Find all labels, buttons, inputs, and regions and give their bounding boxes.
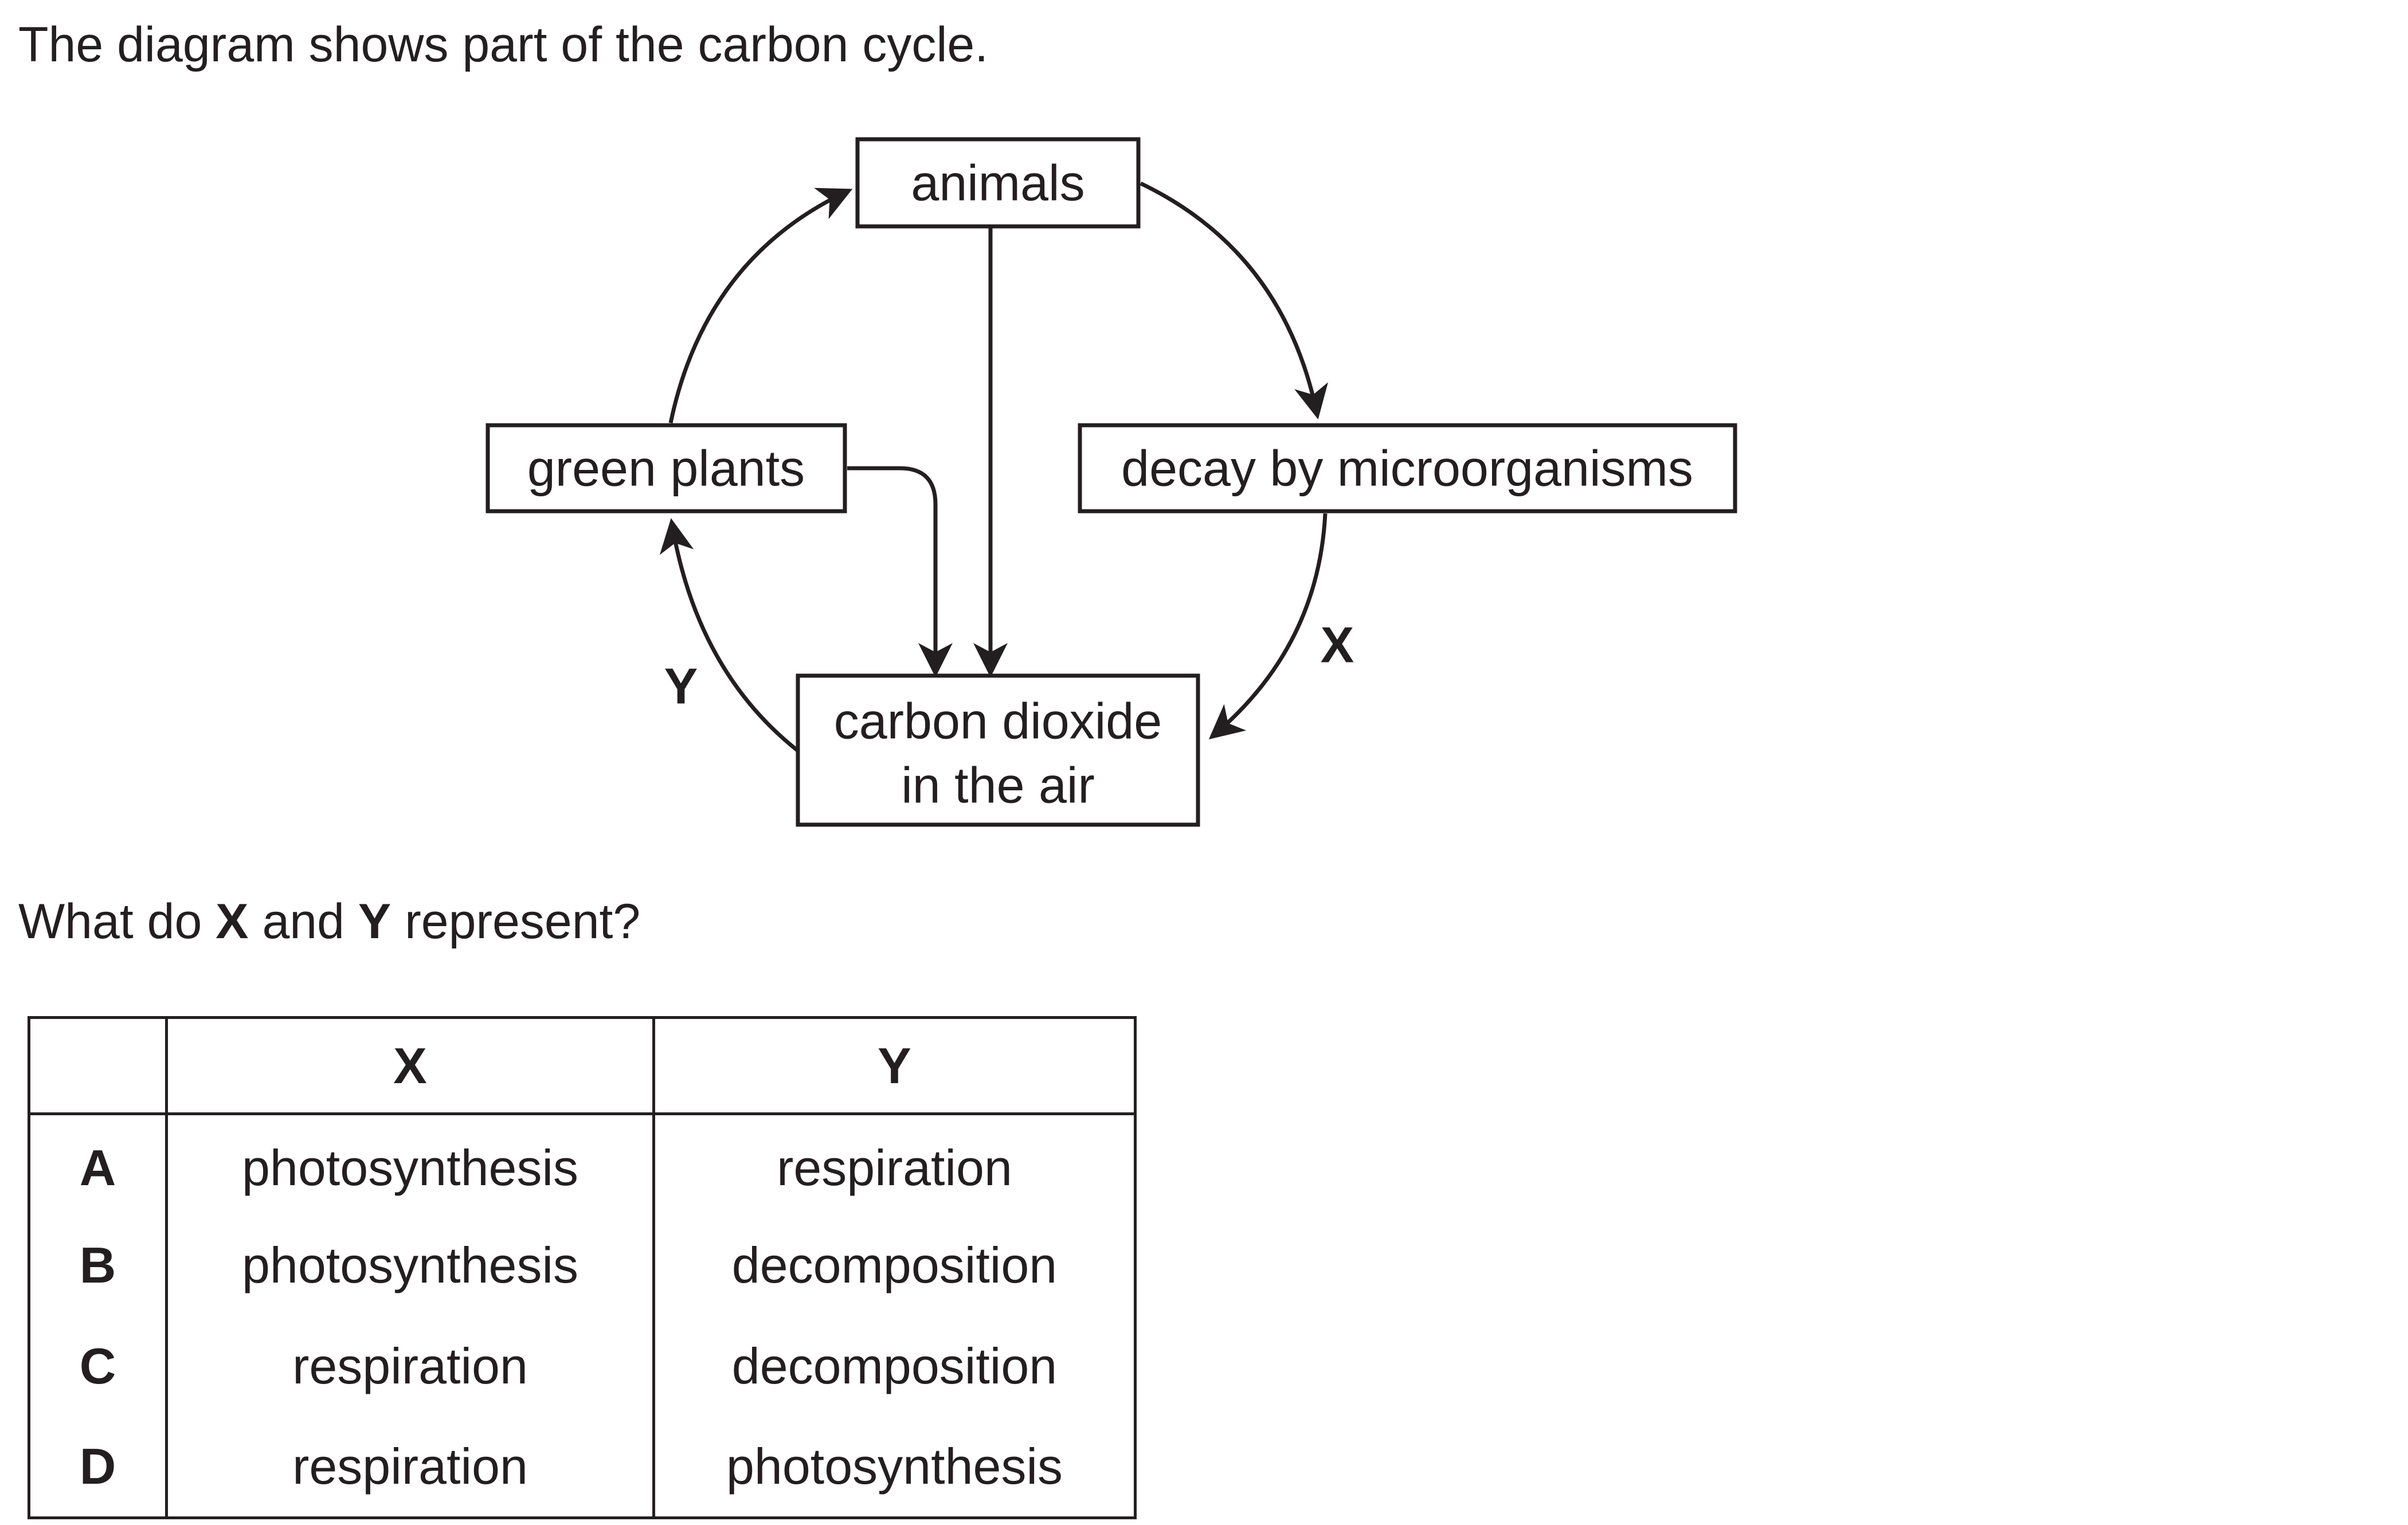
table-row[interactable]: D respiration photosynthesis <box>29 1417 1136 1518</box>
animals-box <box>855 137 1141 229</box>
option-x: respiration <box>166 1316 655 1417</box>
animals-label: animals <box>911 155 1084 211</box>
option-y: decomposition <box>731 1236 1058 1293</box>
decay-label: decay by microorganisms <box>1121 440 1693 497</box>
header-blank <box>29 1017 168 1115</box>
table-row[interactable]: B photosynthesis decomposition <box>29 1214 1136 1316</box>
question-var-x: X <box>216 894 249 949</box>
intro-text: The diagram shows part of the carbon cyc… <box>18 17 989 72</box>
question-middle: and <box>248 894 358 949</box>
option-x: photosynthesis <box>166 1114 655 1215</box>
decay-box <box>1078 423 1737 513</box>
arrow-plants-to-co2 <box>847 466 953 677</box>
option-x: photosynthesis <box>166 1214 655 1316</box>
option-y: photosynthesis <box>726 1438 1063 1495</box>
table-header-row: X Y <box>29 1017 1136 1115</box>
carbon-dioxide-label-line1: carbon dioxide <box>834 693 1162 750</box>
carbon-dioxide-box <box>796 673 1200 827</box>
green-plants-box <box>485 423 847 513</box>
arrow-plants-to-animals <box>668 187 853 424</box>
green-plants-label: green plants <box>527 440 805 497</box>
question-text: What do X and Y represent? <box>18 897 640 946</box>
option-y: respiration <box>777 1139 1012 1196</box>
answer-options-table: X Y A photosynthesis respiration B photo… <box>28 1016 1137 1519</box>
option-letter: C <box>29 1316 168 1417</box>
arrow-y-co2-to-plants <box>659 518 800 752</box>
label-y: Y <box>664 658 698 715</box>
question-suffix: represent? <box>391 894 641 949</box>
option-letter: D <box>29 1417 168 1518</box>
option-letter: B <box>29 1214 168 1316</box>
carbon-cycle-diagram: animals green plants decay by microorgan… <box>485 137 1737 827</box>
table-row[interactable]: A photosynthesis respiration <box>29 1114 1136 1215</box>
table-row[interactable]: C respiration decomposition <box>29 1316 1136 1417</box>
option-y: decomposition <box>731 1338 1058 1395</box>
arrow-animals-to-decay <box>1140 181 1328 420</box>
label-x: X <box>1321 617 1354 673</box>
carbon-dioxide-label-line2: in the air <box>901 757 1095 814</box>
option-x: respiration <box>166 1417 655 1518</box>
arrow-x-decay-to-co2 <box>1208 513 1328 740</box>
header-y: Y <box>653 1017 1136 1115</box>
option-letter: A <box>29 1114 168 1215</box>
question-prefix: What do <box>18 894 216 949</box>
question-var-y: Y <box>358 894 391 949</box>
header-x: X <box>166 1017 655 1115</box>
